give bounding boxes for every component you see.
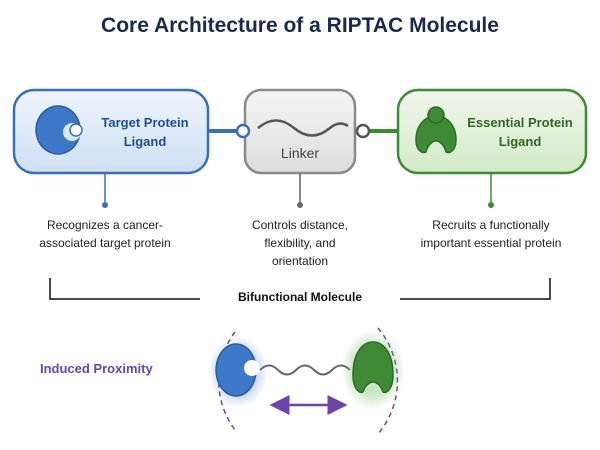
essential-ligand-box xyxy=(396,88,588,175)
linker-desc-line-2: flexibility, and xyxy=(264,236,336,250)
proximity-linker-squiggle xyxy=(259,364,351,376)
target-protein-3d-icon xyxy=(215,343,260,397)
linker-squiggle-icon xyxy=(257,119,349,137)
target-description: Recognizes a cancer- associated target p… xyxy=(20,216,190,252)
target-pointer-dot xyxy=(102,202,108,208)
induced-proximity-label: Induced Proximity xyxy=(40,361,153,376)
linker-label: Linker xyxy=(280,145,320,161)
target-label-line-1: Target Protein xyxy=(101,115,189,130)
target-desc-line-1: Recognizes a cancer- xyxy=(46,218,164,232)
essential-protein-3d-icon xyxy=(352,341,394,394)
linker-pointer-dot xyxy=(297,202,303,208)
essential-desc-line-2: important essential protein xyxy=(420,236,562,250)
target-label-line-2: Ligand xyxy=(123,134,167,149)
target-protein-icon xyxy=(35,105,83,155)
essential-ligand-label: Essential Protein Ligand xyxy=(458,113,582,151)
diagram-title: Core Architecture of a RIPTAC Molecule xyxy=(101,14,499,37)
essential-label-line-1: Essential Protein xyxy=(467,115,573,130)
essential-description: Recruits a functionally important essent… xyxy=(405,216,577,252)
linker-description: Controls distance, flexibility, and orie… xyxy=(220,216,380,270)
essential-desc-line-1: Recruits a functionally xyxy=(432,218,550,232)
target-ligand-label: Target Protein Ligand xyxy=(86,113,204,151)
linker-desc-line-1: Controls distance, xyxy=(251,218,349,232)
essential-protein-icon xyxy=(415,106,457,154)
bifunctional-label: Bifunctional Molecule xyxy=(200,290,400,304)
target-desc-line-2: associated target protein xyxy=(39,236,171,250)
linker-desc-line-3: orientation xyxy=(271,254,329,268)
target-connector-node xyxy=(235,123,251,139)
essential-label-line-2: Ligand xyxy=(498,134,542,149)
essential-pointer-dot xyxy=(488,202,494,208)
essential-connector-node xyxy=(355,123,371,139)
